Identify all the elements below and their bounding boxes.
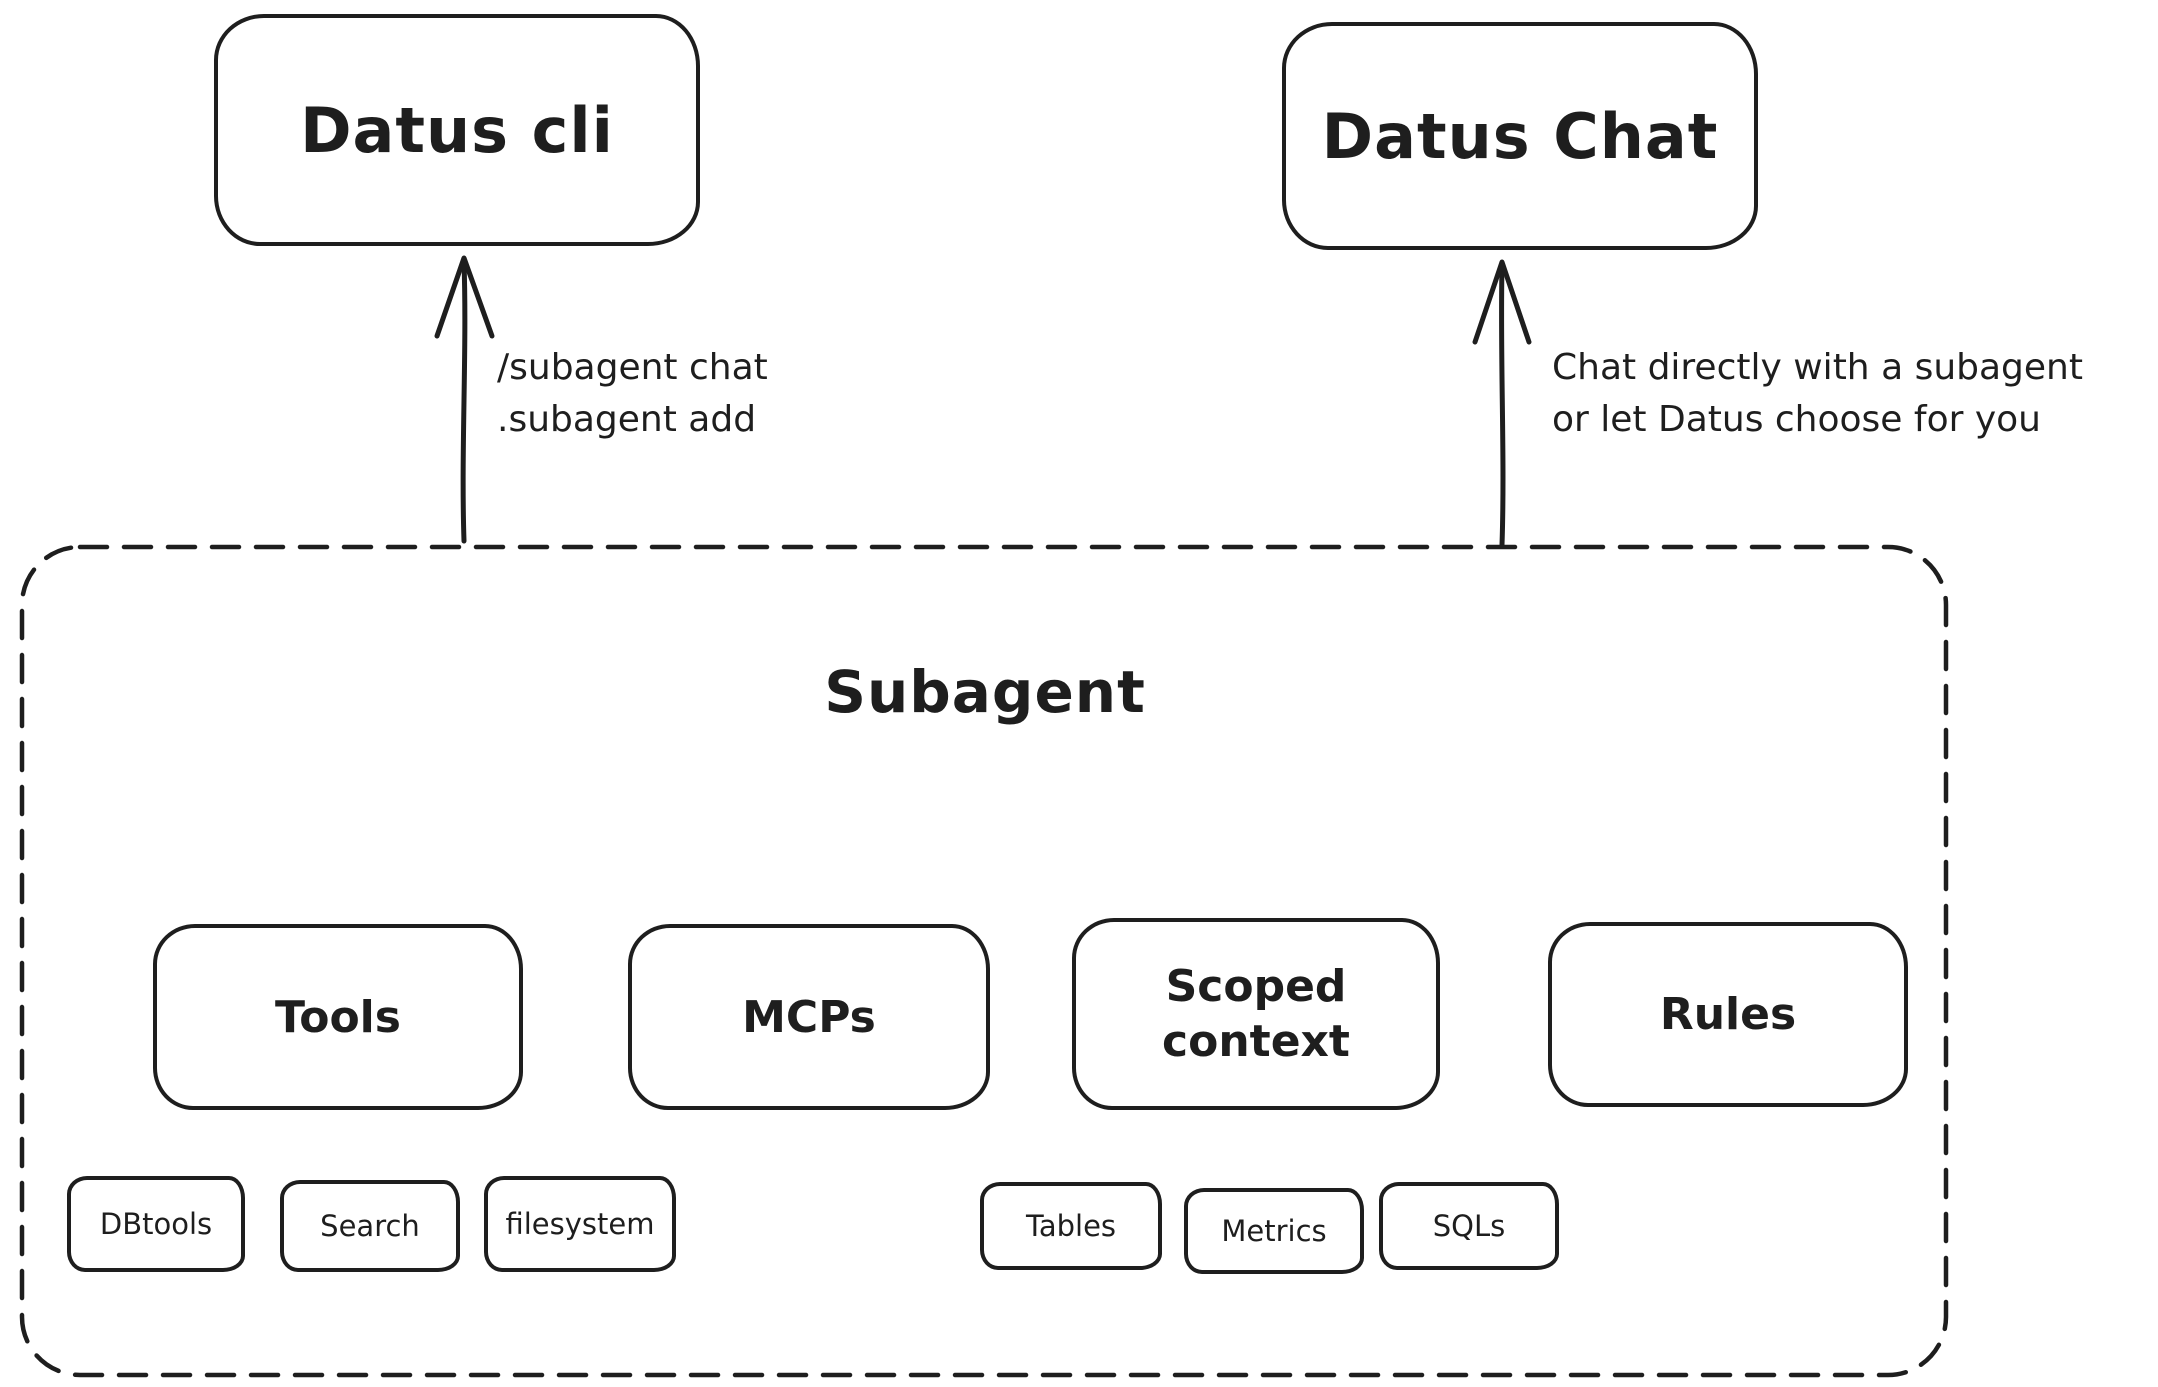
cli-arrow-label: /subagent chat .subagent add (497, 342, 768, 446)
node-datus-cli-label: Datus cli (300, 93, 614, 167)
node-datus-cli: Datus cli (214, 14, 700, 246)
chip-dbtools-label: DBtools (99, 1207, 213, 1241)
chip-search: Search (280, 1180, 460, 1272)
chip-tables-label: Tables (1025, 1209, 1117, 1243)
node-rules: Rules (1548, 922, 1908, 1107)
node-rules-label: Rules (1659, 989, 1797, 1040)
node-datus-chat: Datus Chat (1282, 22, 1758, 250)
chip-sqls: SQLs (1379, 1182, 1559, 1270)
arrow-to-datus-cli (434, 255, 495, 544)
subagent-title: Subagent (824, 658, 1146, 726)
chat-arrow-label-line1: Chat directly with a subagent (1552, 347, 2083, 388)
chip-dbtools: DBtools (67, 1176, 245, 1272)
chat-arrow-label-line2: or let Datus choose for you (1552, 399, 2041, 441)
chat-arrow-label: Chat directly with a subagent or let Dat… (1552, 342, 2083, 446)
chip-metrics: Metrics (1184, 1188, 1364, 1274)
chip-search-label: Search (320, 1209, 420, 1243)
node-scoped-context-label: Scoped context (1162, 961, 1350, 1067)
node-mcps-label: MCPs (742, 991, 876, 1043)
arrow-to-datus-chat (1472, 259, 1532, 548)
cli-arrow-label-line1: /subagent chat (497, 347, 768, 388)
cli-arrow-label-line2: .subagent add (497, 399, 757, 441)
node-tools: Tools (153, 924, 523, 1110)
chip-metrics-label: Metrics (1221, 1214, 1327, 1248)
node-tools-label: Tools (275, 991, 401, 1043)
chip-filesystem: filesystem (484, 1176, 676, 1272)
chip-filesystem-label: filesystem (505, 1207, 655, 1241)
chip-tables: Tables (980, 1182, 1162, 1270)
node-datus-chat-label: Datus Chat (1321, 99, 1719, 173)
node-scoped-context: Scoped context (1072, 918, 1440, 1110)
node-mcps: MCPs (628, 924, 990, 1110)
chip-sqls-label: SQLs (1432, 1209, 1506, 1243)
